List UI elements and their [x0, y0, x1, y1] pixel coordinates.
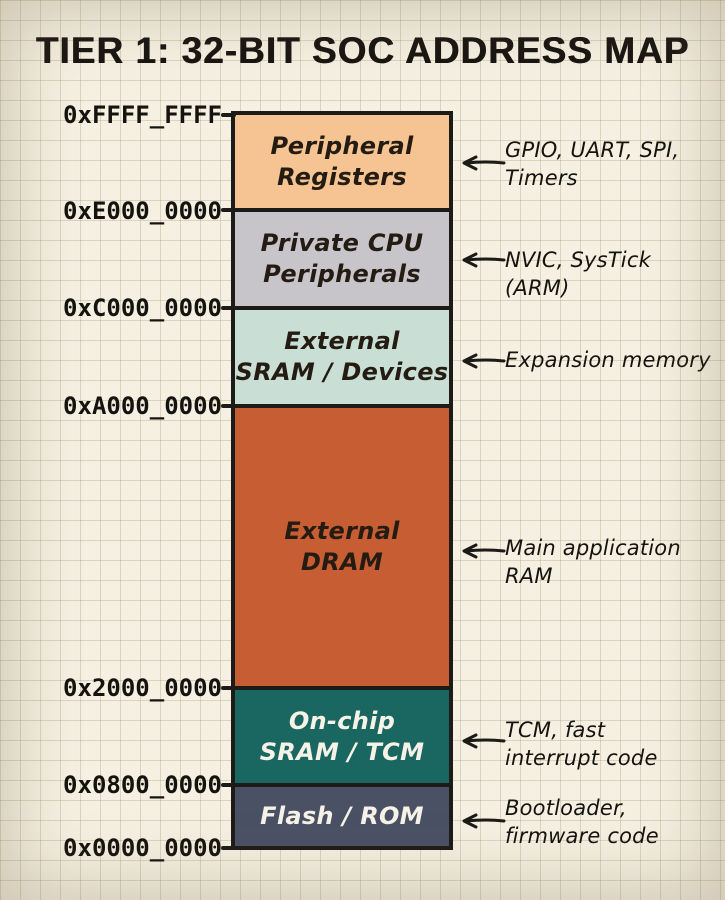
page-title: TIER 1: 32-BIT SOC ADDRESS MAP [35, 30, 690, 71]
region-flash-rom: Flash / ROM [231, 783, 453, 850]
tick-mark [221, 404, 236, 408]
region-label: Private CPU Peripherals [260, 229, 424, 288]
region-label: Flash / ROM [260, 802, 424, 830]
left-arrow-icon [462, 543, 506, 559]
tick-mark [221, 846, 236, 850]
tick-mark [221, 783, 236, 787]
annotation-text: NVIC, SysTick (ARM) [505, 248, 651, 300]
annotation-text: GPIO, UART, SPI, Timers [505, 138, 680, 190]
annotation-text: TCM, fast interrupt code [505, 718, 658, 770]
left-arrow-icon [462, 353, 506, 369]
region-label: External SRAM / Devices [235, 327, 449, 386]
left-arrow-icon [462, 252, 506, 268]
address-label-c000-0000: 0xC000_0000 [63, 294, 222, 322]
address-label-a000-0000: 0xA000_0000 [63, 392, 222, 420]
region-private-cpu-peripherals: Private CPU Peripherals [231, 208, 453, 310]
region-external-dram: External DRAM [231, 404, 453, 690]
annotation-text: Main application RAM [505, 536, 681, 588]
region-label: External DRAM [284, 517, 400, 576]
address-label-ffff-ffff: 0xFFFF_FFFF [63, 101, 222, 129]
address-label-0000-0000: 0x0000_0000 [63, 834, 222, 862]
left-arrow-icon [462, 155, 506, 171]
left-arrow-icon [462, 813, 506, 829]
annotation-text: Expansion memory [505, 348, 711, 372]
left-arrow-icon [462, 733, 506, 749]
tick-mark [221, 208, 236, 212]
tick-mark [221, 113, 236, 117]
address-label-2000-0000: 0x2000_0000 [63, 674, 222, 702]
memory-stack: Peripheral Registers Private CPU Periphe… [231, 111, 453, 850]
region-onchip-sram-tcm: On-chip SRAM / TCM [231, 686, 453, 787]
region-peripheral-registers: Peripheral Registers [231, 111, 453, 212]
region-label: Peripheral Registers [270, 131, 414, 191]
region-label: On-chip SRAM / TCM [259, 706, 425, 766]
tick-mark [221, 686, 236, 690]
address-label-0800-0000: 0x0800_0000 [63, 771, 222, 799]
address-label-e000-0000: 0xE000_0000 [63, 197, 222, 225]
region-external-sram-devices: External SRAM / Devices [231, 306, 453, 408]
annotation-text: Bootloader, firmware code [505, 796, 659, 848]
tick-mark [221, 306, 236, 310]
